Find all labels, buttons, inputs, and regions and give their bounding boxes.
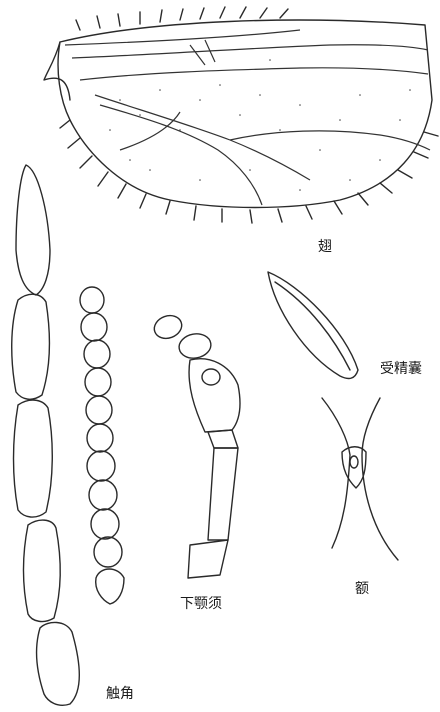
spermatheca-drawing [268, 272, 358, 378]
antennae-label: 触角 [106, 683, 134, 703]
wing-label: 翅 [318, 236, 332, 256]
wing-drawing [44, 7, 438, 223]
frons-drawing [322, 398, 398, 560]
spermatheca-label: 受精囊 [380, 358, 422, 378]
beaded-antenna-drawing [80, 287, 124, 604]
frons-label: 额 [355, 578, 369, 598]
long-antenna-drawing [12, 165, 80, 705]
maxillary-palp-label: 下颚须 [180, 593, 222, 613]
maxillary-palp-drawing [151, 312, 240, 578]
